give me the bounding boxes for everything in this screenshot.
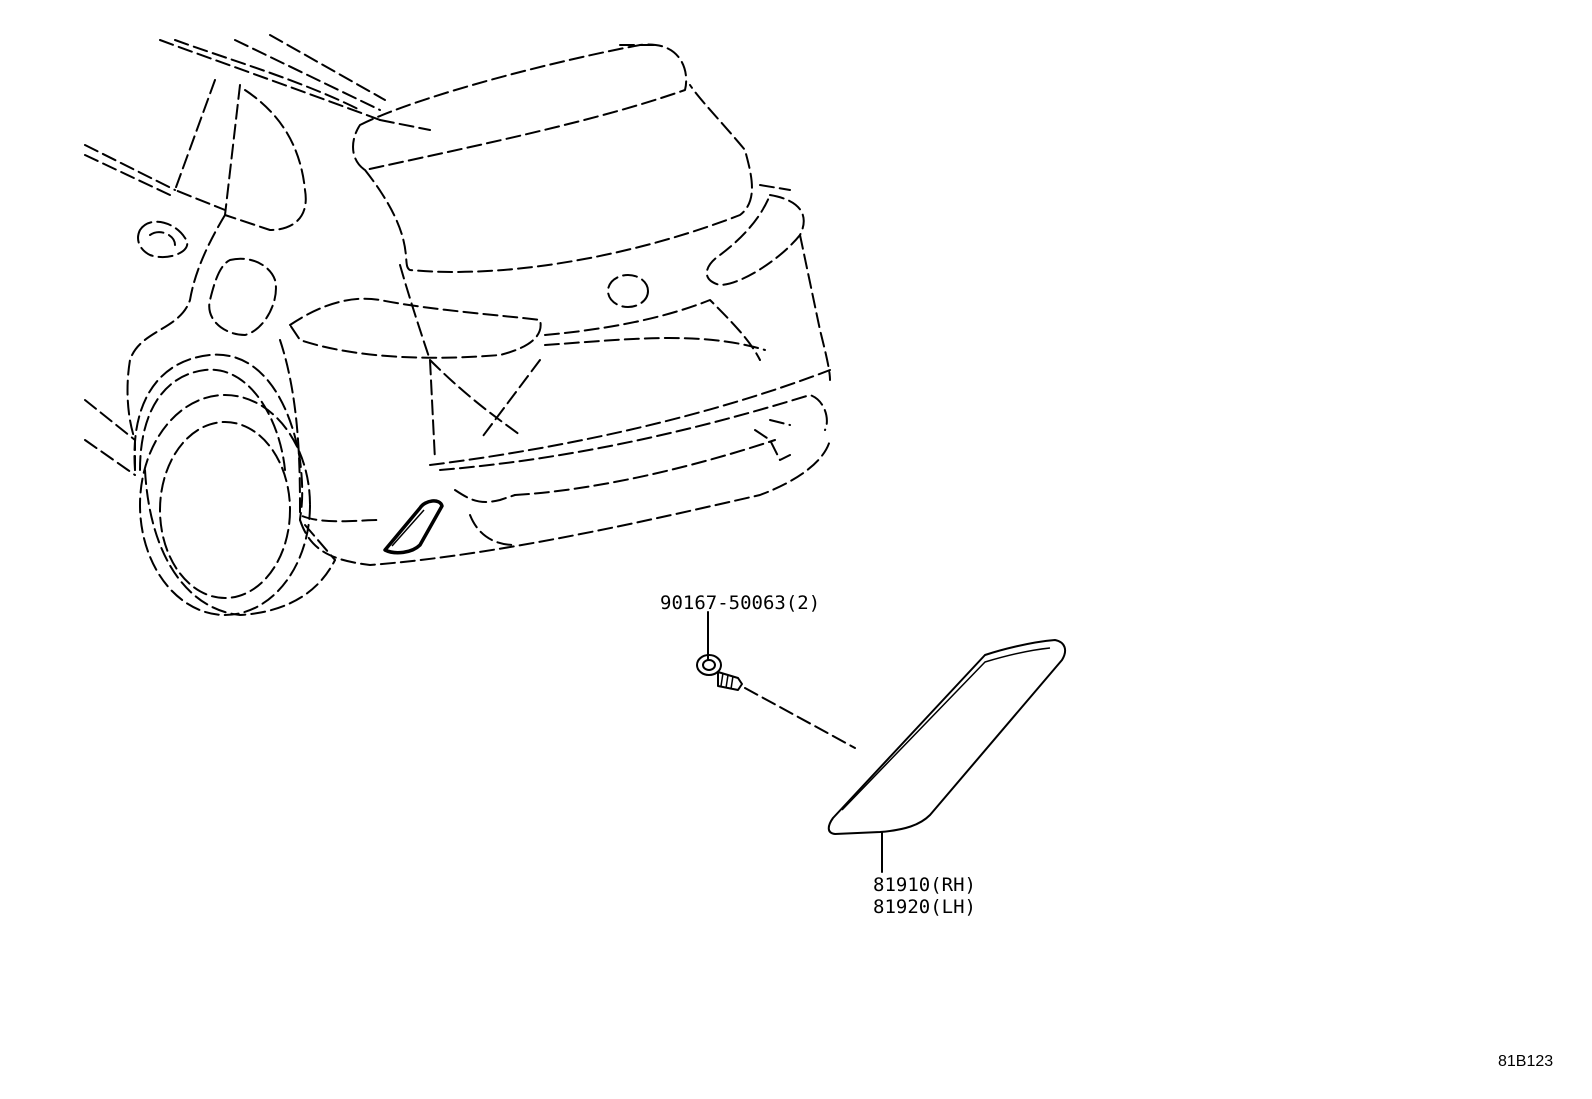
reflector-lh-part-number-label: 81920(LH): [873, 896, 976, 918]
screw-part-number-label: 90167-50063(2): [660, 592, 821, 614]
vehicle-outline: [84, 34, 831, 616]
diagram-code-label: 81B123: [1498, 1053, 1554, 1070]
reflector-part: [827, 639, 1067, 873]
screw-part: [696, 611, 856, 749]
bumper-reflector-location: [383, 499, 444, 555]
reflector-rh-part-number-label: 81910(RH): [873, 874, 976, 896]
